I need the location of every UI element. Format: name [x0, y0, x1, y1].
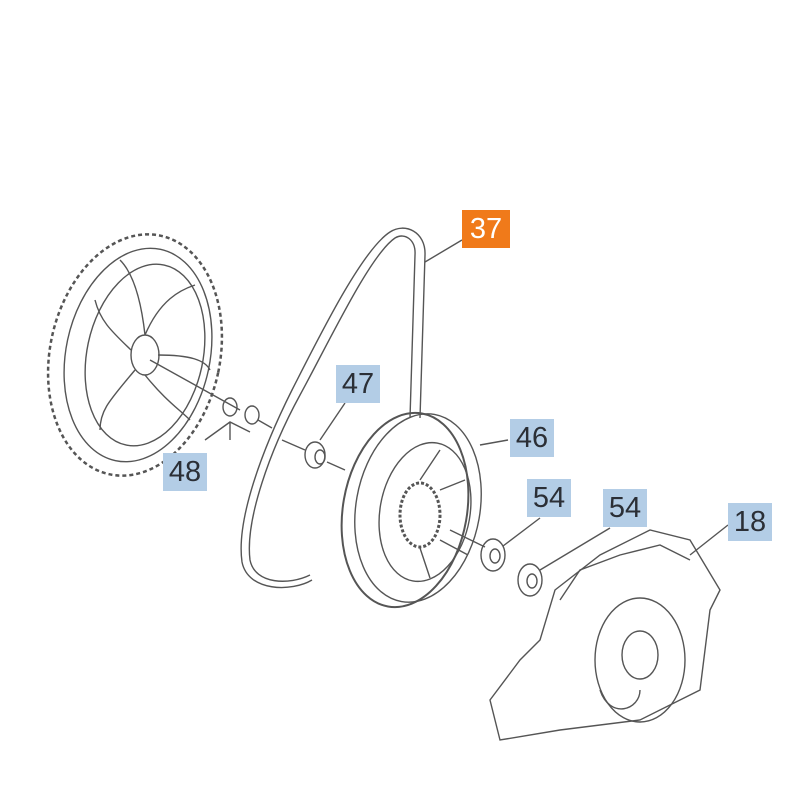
bearing-part — [480, 517, 611, 597]
housing-part — [489, 524, 729, 741]
callout-47[interactable]: 47 — [336, 365, 380, 403]
callout-46[interactable]: 46 — [510, 419, 554, 457]
callout-37[interactable]: 37 — [462, 210, 510, 248]
pulley-part — [340, 411, 509, 609]
bushing-pair-part — [204, 397, 273, 441]
callout-48[interactable]: 48 — [163, 453, 207, 491]
belt-part — [240, 227, 463, 589]
callout-54-a[interactable]: 54 — [527, 479, 571, 517]
callout-54-b[interactable]: 54 — [603, 489, 647, 527]
spacer-part — [281, 402, 346, 471]
callout-18[interactable]: 18 — [728, 503, 772, 541]
wheel-part — [46, 233, 241, 477]
